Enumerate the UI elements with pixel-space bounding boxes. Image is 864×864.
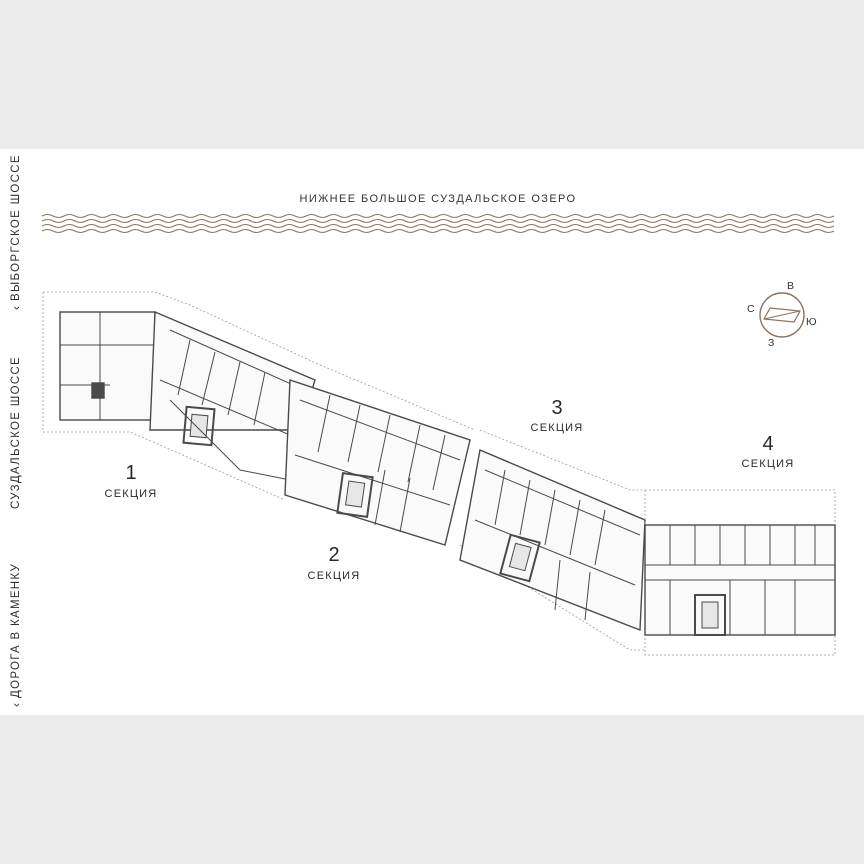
section-3-building[interactable] [459, 429, 646, 651]
section-1-number: 1 [125, 462, 137, 484]
section-2-label: СЕКЦИЯ [307, 570, 361, 582]
wave-line [41, 218, 835, 224]
section-4-number: 4 [762, 433, 774, 455]
section-4-building[interactable] [644, 489, 836, 656]
wave-line [41, 223, 835, 229]
compass-east-letter: В [787, 280, 795, 292]
section-3-number: 3 [551, 397, 563, 419]
section-4-label: СЕКЦИЯ [741, 458, 795, 470]
lake-waves [41, 213, 835, 234]
compass-west-letter: З [768, 337, 775, 349]
wave-line [41, 213, 835, 219]
wave-line [41, 228, 835, 234]
section-2-number: 2 [328, 544, 340, 566]
compass-icon [759, 292, 805, 338]
compass-north-letter: С [747, 303, 755, 315]
section-1-building[interactable] [42, 291, 321, 501]
section-1-label: СЕКЦИЯ [104, 488, 158, 500]
section-3-label: СЕКЦИЯ [530, 422, 584, 434]
section-2-building[interactable] [284, 364, 476, 546]
lake-title: НИЖНЕЕ БОЛЬШОЕ СУЗДАЛЬСКОЕ ОЗЕРО [299, 193, 577, 205]
compass-south-letter: Ю [806, 316, 817, 328]
